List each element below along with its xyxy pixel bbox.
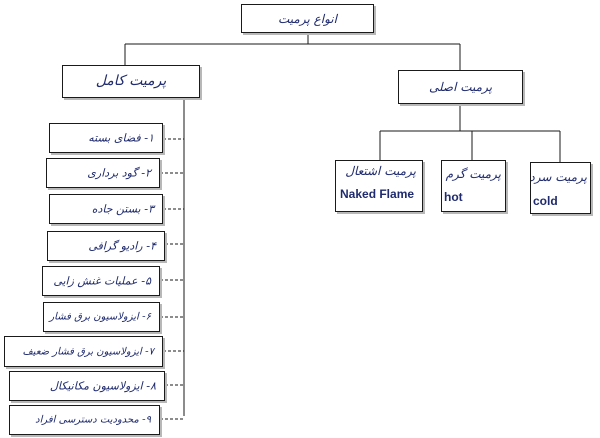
full-item-label: ۱- فضای بسته [88, 131, 154, 145]
full-permit-node: پرمیت کامل [62, 65, 200, 98]
full-item-8: ۸- ایزولاسیون مکانیکال [9, 371, 165, 401]
naked-flame-english-label: Naked Flame [340, 187, 415, 201]
full-item-2: ۲- گود برداری [46, 158, 160, 188]
main-permit-label: پرمیت اصلی [428, 80, 493, 94]
cold-english-label: cold [533, 194, 558, 208]
root-node: انواع پرمیت [241, 4, 374, 33]
full-item-4: ۴- رادیو گرافی [47, 231, 165, 261]
full-item-label: ۶- ایزولاسیون برق فشار [49, 311, 151, 323]
full-item-3: ۳- بستن جاده [49, 194, 163, 224]
full-item-6: ۶- ایزولاسیون برق فشار [43, 302, 160, 332]
full-permit-label: پرمیت کامل [95, 73, 167, 89]
full-item-1: ۱- فضای بسته [49, 123, 163, 153]
main-permit-node: پرمیت اصلی [398, 70, 523, 104]
full-item-label: ۵- عملیات غنش زایی [53, 274, 151, 288]
full-item-5: ۵- عملیات غنش زایی [42, 266, 160, 296]
full-item-label: ۷- ایزولاسیون برق فشار ضعیف [22, 346, 154, 357]
naked-flame-permit-node: پرمیت اشتعال Naked Flame [335, 160, 423, 212]
root-label: انواع پرمیت [278, 12, 337, 26]
hot-permit-node: پرمیت گرم hot [441, 160, 506, 212]
full-item-label: ۳- بستن جاده [91, 202, 154, 216]
hot-english-label: hot [444, 190, 463, 204]
full-item-label: ۴- رادیو گرافی [88, 239, 156, 253]
hot-permit-label: پرمیت گرم [445, 167, 501, 181]
full-item-label: ۹- محدودیت دسترسی افراد [35, 414, 151, 426]
full-item-7: ۷- ایزولاسیون برق فشار ضعیف [4, 336, 163, 367]
cold-permit-node: پرمیت سرد cold [530, 162, 591, 214]
full-item-9: ۹- محدودیت دسترسی افراد [9, 405, 160, 435]
cold-permit-label: پرمیت سرد [530, 170, 587, 184]
full-item-label: ۸- ایزولاسیون مکانیکال [49, 379, 156, 393]
naked-flame-permit-label: پرمیت اشتعال [345, 164, 416, 178]
full-item-label: ۲- گود برداری [87, 166, 151, 180]
